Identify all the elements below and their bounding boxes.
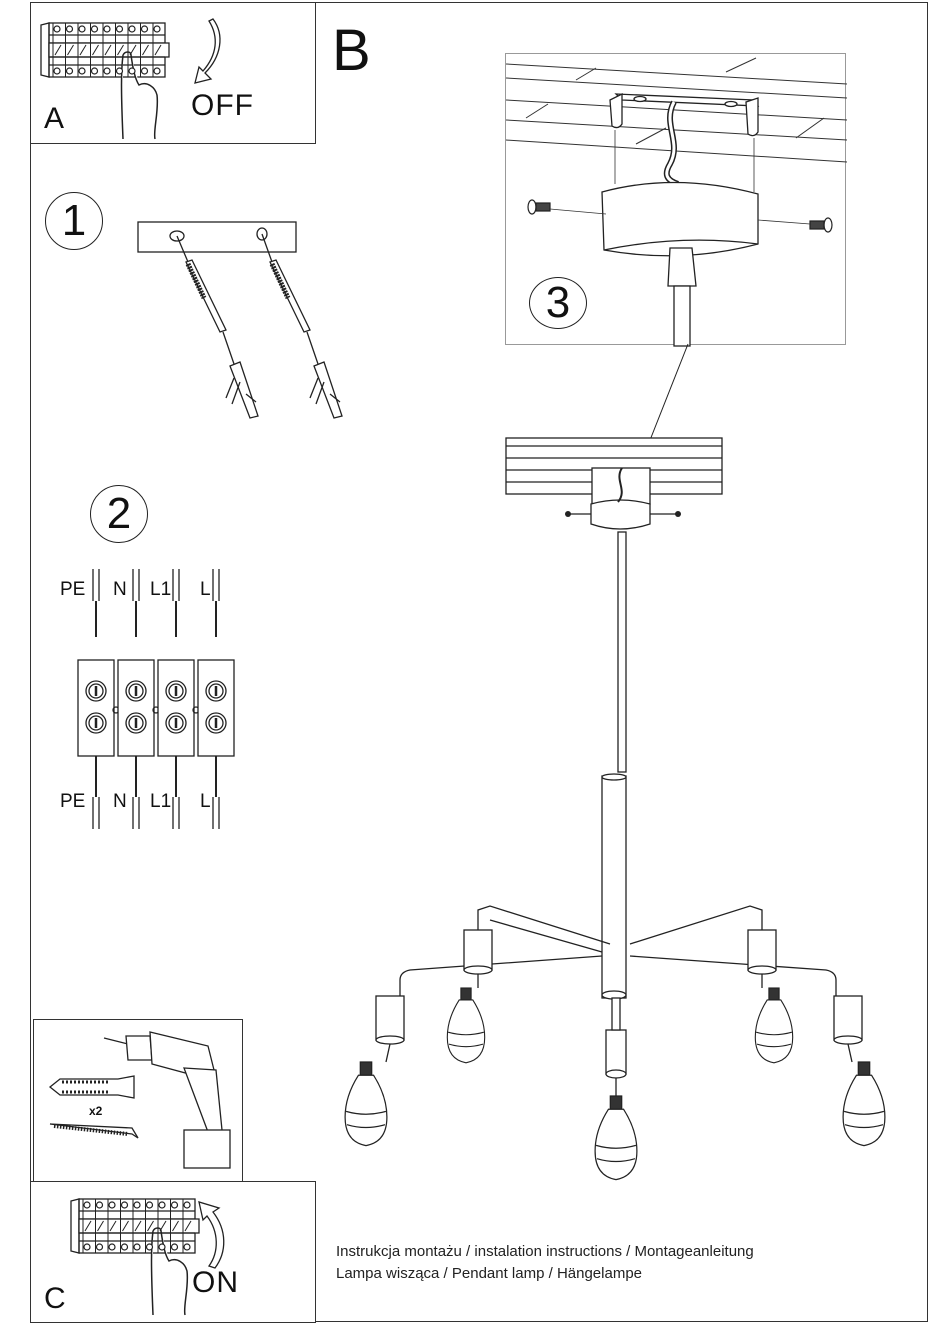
- step-3-number: 3: [545, 278, 571, 327]
- step-3-detail-inset: 3: [505, 53, 848, 347]
- screw-icon: [269, 259, 311, 333]
- central-column-icon: [601, 775, 627, 999]
- page-frame: [30, 2, 928, 1322]
- cable-grip-icon: [667, 247, 697, 347]
- lamp-socket: [463, 929, 493, 975]
- screw-icon: [49, 1123, 139, 1139]
- screw-icon: [527, 199, 551, 215]
- terminal: [157, 659, 195, 757]
- lamp-arm: [477, 905, 611, 945]
- panel-c-power-on: ON C: [30, 1181, 316, 1323]
- lamp-arm: [629, 955, 837, 996]
- document-caption: Instrukcja montażu / instalation instruc…: [336, 1241, 754, 1285]
- wall-plug-icon: [309, 361, 343, 419]
- lamp-socket: [605, 1029, 627, 1079]
- lamp-arm: [629, 905, 763, 945]
- step-3-badge: 3: [529, 277, 587, 329]
- panel-a-letter: A: [44, 102, 65, 135]
- quantity-label: x2: [89, 1104, 103, 1118]
- wall-plug-icon: [225, 361, 259, 419]
- lamp-socket: [833, 995, 863, 1045]
- terminal: [197, 659, 235, 757]
- arrow-down-icon: [194, 18, 221, 84]
- light-bulb-icon: [446, 987, 486, 1064]
- wire-label-bottom-n: N: [113, 791, 127, 812]
- caption-line-1: Instrukcja montażu / instalation instruc…: [336, 1243, 754, 1260]
- mounting-bracket-icon: [609, 92, 760, 137]
- arrow-up-icon: [198, 1201, 225, 1269]
- wire-label-top-l1: L1: [150, 579, 172, 600]
- step-2-number: 2: [106, 489, 132, 538]
- lamp-arm: [399, 955, 603, 996]
- caption-line-2: Lampa wisząca / Pendant lamp / Hängelamp…: [336, 1265, 643, 1282]
- tools-panel: x2: [33, 1019, 243, 1183]
- lamp-socket: [747, 929, 777, 975]
- terminal: [117, 659, 155, 757]
- wire-label-top-pe: PE: [60, 579, 86, 600]
- wall-plug-icon: [48, 1075, 135, 1099]
- light-bulb-icon: [842, 1061, 886, 1147]
- canopy-icon: [601, 181, 759, 257]
- terminal-block-diagram: [77, 569, 235, 829]
- ceiling-canopy-detail: [505, 57, 848, 347]
- circuit-breaker-icon: [70, 1198, 200, 1316]
- pendant-lamp-diagram: [344, 343, 886, 1181]
- drill-icon: [103, 1031, 231, 1169]
- light-bulb-icon: [594, 1095, 638, 1181]
- step-2-badge: 2: [90, 485, 148, 543]
- step-1-number: 1: [61, 196, 87, 245]
- power-off-label: OFF: [191, 89, 254, 122]
- terminal: [77, 659, 115, 757]
- lamp-socket: [375, 995, 405, 1045]
- mounting-bracket-with-screws-diagram: [137, 221, 343, 419]
- wire-label-top-n: N: [113, 579, 127, 600]
- screw-icon: [809, 217, 833, 233]
- screw-icon: [185, 259, 227, 333]
- panel-a-power-off: OFF A: [30, 2, 316, 144]
- light-bulb-icon: [344, 1061, 388, 1147]
- ceiling-plate-icon: [505, 437, 723, 530]
- circuit-breaker-icon: [40, 22, 170, 140]
- power-on-label: ON: [192, 1266, 239, 1299]
- wire-label-top-l: L: [200, 579, 211, 600]
- step-1-badge: 1: [45, 192, 103, 250]
- wire-label-bottom-l1: L1: [150, 791, 172, 812]
- panel-b-letter: B: [332, 18, 371, 83]
- panel-c-letter: C: [44, 1282, 66, 1315]
- light-bulb-icon: [754, 987, 794, 1064]
- wire-label-bottom-pe: PE: [60, 791, 86, 812]
- wire-label-bottom-l: L: [200, 791, 211, 812]
